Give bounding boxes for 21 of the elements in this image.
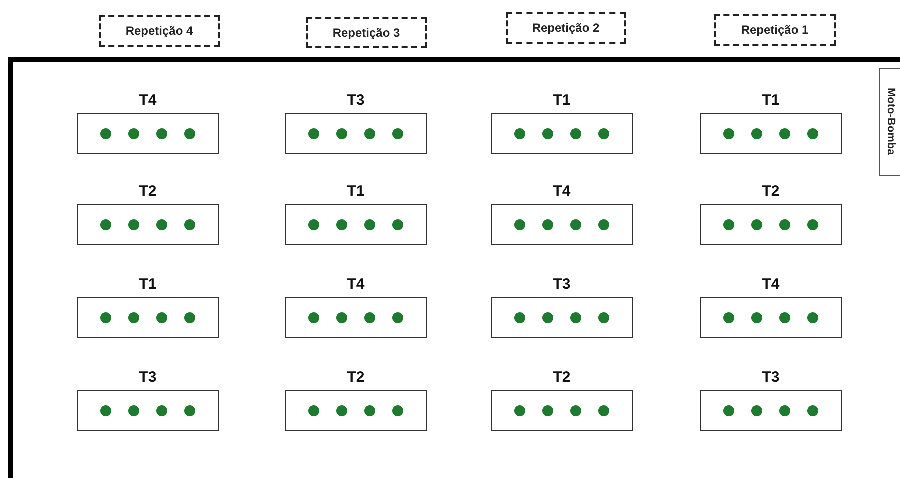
treatment-label: T1: [553, 92, 571, 110]
treatment-label: T3: [347, 92, 365, 110]
treatment-label: T4: [347, 276, 365, 294]
treatment-label: T3: [139, 369, 157, 387]
replicate-label: Repetição 2: [506, 12, 626, 44]
replicate-label: Repetição 3: [306, 17, 427, 48]
treatment-label: T4: [762, 276, 780, 294]
replicate-label: Repetição 4: [99, 15, 220, 47]
treatment-label: T2: [347, 369, 365, 387]
treatment-label: T4: [139, 92, 157, 110]
treatment-label: T4: [553, 183, 571, 201]
treatment-label: T1: [762, 92, 780, 110]
replicate-label: Repetição 1: [714, 14, 836, 46]
treatment-label: T2: [139, 183, 157, 201]
treatment-label: T2: [553, 369, 571, 387]
treatment-label: T1: [347, 183, 365, 201]
treatment-label: T3: [553, 276, 571, 294]
treatment-label: T3: [762, 369, 780, 387]
treatment-label: T1: [139, 276, 157, 294]
treatment-label: T2: [762, 183, 780, 201]
pump-box: Moto-Bomba: [879, 68, 900, 176]
